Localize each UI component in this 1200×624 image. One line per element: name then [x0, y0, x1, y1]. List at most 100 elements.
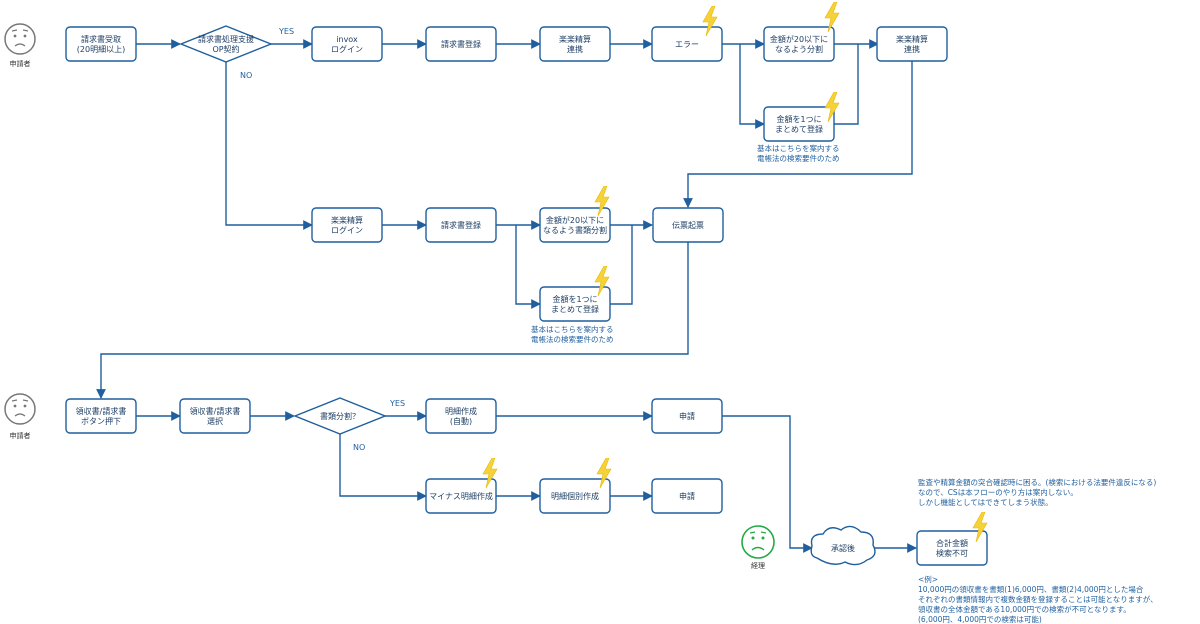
annotation-line: 電帳法の検索要件のため [757, 153, 840, 163]
annotation-line: 10,000円の領収書を書類(1)6,000円、書類(2)4,000円とした場合 [918, 584, 1144, 594]
decision-diamond [179, 25, 273, 63]
node-label: 楽楽精算 [559, 34, 591, 44]
edge [683, 61, 913, 208]
process-box [539, 207, 611, 243]
node-label: 連携 [567, 44, 583, 54]
node-label: 検索不可 [936, 548, 968, 558]
process-box [763, 106, 835, 142]
annotation-line: 電帳法の検索要件のため [531, 334, 614, 344]
worried-face-icon [4, 393, 36, 425]
node-error: エラー [651, 26, 723, 62]
process-box [651, 478, 723, 514]
node-label: 領収書/請求書 [190, 406, 241, 416]
edge [225, 62, 313, 230]
process-box [539, 478, 611, 514]
edge-label-no: NO [240, 71, 252, 80]
process-box [311, 207, 383, 243]
edge [722, 415, 813, 553]
node-label: 金額を1つに [552, 294, 597, 304]
annotation-line: しかし機能としてはできてしまう状態。 [918, 497, 1053, 507]
actor-label: 申請者 [10, 431, 31, 440]
node-label: (自動) [450, 416, 472, 426]
node-label: 合計金額 [936, 538, 968, 548]
node-detail-individual: 明細個別作成 [539, 478, 611, 514]
annotation-line: なので、CSは本フローのやり方は案内しない。 [918, 487, 1078, 497]
annotation-line: 領収書の全体金額である10,000円での検索が不可となります。 [918, 604, 1131, 614]
node-apply-bottom: 申請 [651, 478, 723, 514]
node-label: エラー [675, 40, 699, 49]
node-label: invox [336, 35, 358, 44]
process-box [65, 398, 137, 434]
process-box [539, 286, 611, 322]
process-box [651, 26, 723, 62]
process-box [916, 530, 988, 566]
node-label: 楽楽精算 [896, 34, 928, 44]
cloud-shape-icon [810, 525, 876, 566]
node-label: OP契約 [212, 44, 239, 54]
node-label: 領収書/請求書 [76, 406, 127, 416]
node-apply-top: 申請 [651, 398, 723, 434]
annotation-line: (6,000円、4,000円での検索は可能) [918, 614, 1042, 624]
node-label: ログイン [331, 44, 363, 54]
process-box [425, 398, 497, 434]
node-label: 請求書登録 [441, 39, 481, 49]
node-label: 連携 [904, 44, 920, 54]
edge [739, 44, 765, 129]
annotation-compliance: 監査や精算金額の突合確認時に困る。(検索における法要件違反になる)なので、CSは… [918, 477, 1156, 507]
node-invoice-reg-mid: 請求書登録 [425, 207, 497, 243]
actor-label: 経理 [751, 561, 765, 570]
node-label: なるよう分割 [775, 44, 823, 54]
node-label: 承認後 [831, 543, 855, 553]
notes: 基本はこちらを案内する電帳法の検索要件のため基本はこちらを案内する電帳法の検索要… [531, 143, 1158, 624]
annotation-line: 監査や精算金額の突合確認時に困る。(検索における法要件違反になる) [918, 477, 1156, 487]
annotation-line: 基本はこちらを案内する [757, 143, 840, 153]
actor-applicant-bottom: 申請者 [4, 393, 36, 440]
process-box [65, 26, 137, 62]
annotation-line: 基本はこちらを案内する [531, 324, 614, 334]
node-label: マイナス明細作成 [429, 491, 493, 501]
process-box [539, 26, 611, 62]
node-label: 請求書処理支援 [198, 34, 254, 44]
process-box [652, 207, 724, 243]
process-box [311, 26, 383, 62]
node-voucher: 伝票起票 [652, 207, 724, 243]
actor-accounting: 経理 [741, 525, 775, 570]
edge [834, 44, 859, 125]
process-box [179, 398, 251, 434]
edge-label-yes: YES [389, 399, 405, 408]
node-label: 明細個別作成 [551, 491, 599, 501]
node-label: 楽楽精算 [331, 215, 363, 225]
node-label: 書類分割？ [320, 411, 360, 421]
worried-face-icon [4, 23, 36, 55]
node-label: なるよう書類分割 [543, 225, 607, 235]
node-minus-detail: マイナス明細作成 [425, 478, 497, 514]
actor-applicant-top: 申請者 [4, 23, 36, 68]
node-label: 申請 [679, 411, 695, 421]
process-box [425, 207, 497, 243]
node-label: 申請 [679, 491, 695, 501]
annotation-example: <例>10,000円の領収書を書類(1)6,000円、書類(2)4,000円とし… [918, 574, 1158, 624]
nodes: 請求書受取(20明細以上)請求書処理支援OP契約invoxログイン請求書登録楽楽… [65, 25, 988, 566]
node-label: 伝票起票 [672, 220, 704, 230]
actor-label: 申請者 [10, 59, 31, 68]
edges [96, 39, 917, 553]
worried-face-icon [741, 525, 775, 559]
edge [339, 434, 427, 501]
node-label: 金額を1つに [776, 114, 821, 124]
process-box [425, 478, 497, 514]
node-label: (20明細以上) [77, 44, 125, 54]
node-label: 請求書登録 [441, 220, 481, 230]
node-receive: 請求書受取(20明細以上) [65, 26, 137, 62]
edge [96, 242, 689, 399]
